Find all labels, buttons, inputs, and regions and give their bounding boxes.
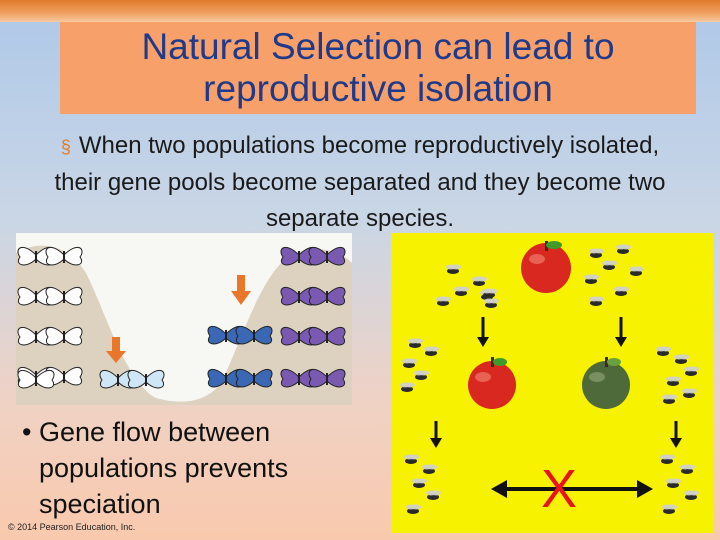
main-bullet-text: When two populations become reproductive…	[54, 132, 665, 232]
fly-icon	[662, 395, 677, 405]
caption-text: Gene flow between populations prevents s…	[22, 414, 362, 522]
fly-icon	[684, 491, 699, 501]
fly-icon	[422, 465, 437, 475]
apple-fly-figure: X	[391, 233, 713, 533]
no-gene-flow-x: X	[541, 459, 577, 519]
fly-icon	[589, 249, 604, 259]
down-arrow-4	[670, 421, 682, 448]
fly-icon	[614, 287, 629, 297]
fly-icon	[472, 277, 487, 287]
butterfly-icon	[309, 247, 345, 265]
down-arrow-1	[477, 317, 489, 347]
green-apple	[582, 357, 630, 409]
fly-icon	[666, 479, 681, 489]
red-apple-middle	[468, 357, 516, 409]
apple-fly-svg: X	[391, 233, 713, 533]
fly-icon	[404, 455, 419, 465]
fly-icon	[414, 371, 429, 381]
fly-icon	[484, 299, 499, 309]
red-apple-top	[521, 241, 571, 293]
fly-icon	[408, 339, 423, 349]
title-line-1: Natural Selection can lead to	[60, 26, 696, 68]
fly-icon	[680, 465, 695, 475]
fly-icon	[424, 347, 439, 357]
fly-icon	[656, 347, 671, 357]
fly-icon	[629, 267, 644, 277]
down-arrow-2	[615, 317, 627, 347]
selection-arrow-right	[231, 275, 251, 305]
fly-icon	[406, 505, 421, 515]
fly-icon	[602, 261, 617, 271]
fly-icon	[446, 265, 461, 275]
fly-icon	[660, 455, 675, 465]
down-arrow-3	[430, 421, 442, 448]
fly-icon	[616, 245, 631, 255]
fly-icon	[584, 275, 599, 285]
fly-icon	[589, 297, 604, 307]
fly-icon	[412, 479, 427, 489]
fly-icon	[454, 287, 469, 297]
copyright-notice: © 2014 Pearson Education, Inc.	[8, 522, 135, 532]
slide-title: Natural Selection can lead to reproducti…	[60, 26, 696, 110]
butterfly-distribution-svg	[16, 233, 352, 405]
fly-icon	[426, 491, 441, 501]
bullet-icon: §	[61, 137, 71, 157]
butterfly-icon	[128, 370, 164, 388]
main-bullet: §When two populations become reproductiv…	[40, 128, 680, 237]
fly-icon	[674, 355, 689, 365]
fly-icon	[400, 383, 415, 393]
fly-icon	[666, 377, 681, 387]
butterfly-distribution-figure	[16, 233, 352, 405]
top-accent-bar	[0, 0, 720, 22]
title-line-2: reproductive isolation	[60, 68, 696, 110]
fly-icon	[436, 297, 451, 307]
fly-icon	[662, 505, 677, 515]
caption-bullet: • Gene flow between populations prevents…	[22, 414, 362, 522]
fly-icon	[682, 389, 697, 399]
fly-icon	[684, 367, 699, 377]
caption-bullet-icon: •	[22, 414, 31, 450]
fly-icon	[402, 359, 417, 369]
butterfly-icon	[46, 247, 82, 265]
